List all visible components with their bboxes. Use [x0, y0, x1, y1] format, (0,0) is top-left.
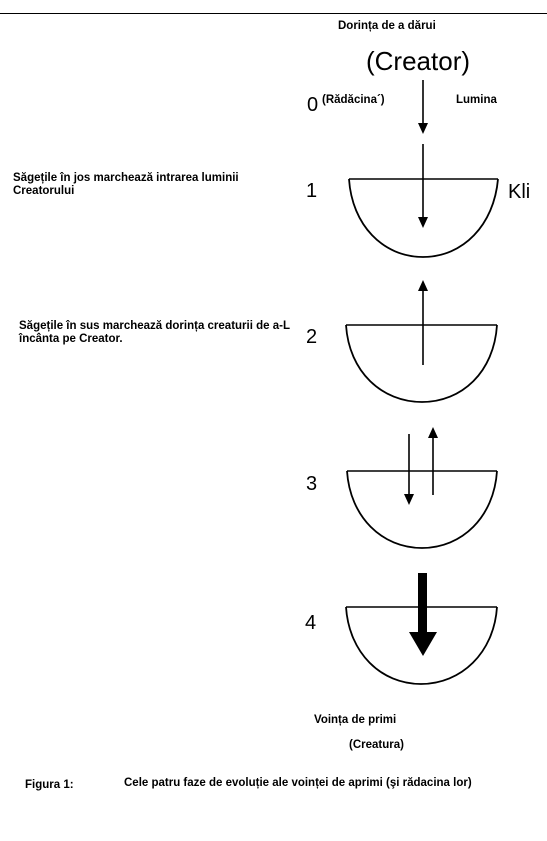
phase-number-1: 1 — [306, 180, 318, 202]
vessel-label: Kli — [508, 181, 531, 203]
will-to-receive-label: Voința de primi — [314, 714, 397, 726]
phase-number-0: 0 — [307, 94, 319, 116]
vessel-3 — [346, 470, 498, 549]
phase-0-arrow-down — [418, 80, 428, 134]
phase-4-thick-arrow-down — [409, 573, 437, 656]
figure-caption-text: Cele patru faze de evoluție ale voinței … — [124, 777, 472, 789]
note-arrows-down: Săgețile în jos marchează intrarea lumin… — [13, 172, 239, 197]
top-rule — [0, 13, 547, 14]
phase-number-4: 4 — [305, 612, 317, 634]
creature-label: (Creatura) — [349, 739, 404, 751]
phase-number-2: 2 — [306, 326, 318, 348]
phase-3-arrow-up — [428, 427, 438, 495]
creator-label: (Creator) — [366, 46, 471, 76]
figure-caption-label: Figura 1: — [25, 779, 74, 791]
phase-3-arrow-down — [404, 434, 414, 505]
root-label: (Rădăcina´) — [322, 94, 385, 106]
vessel-2 — [345, 324, 498, 403]
phase-number-3: 3 — [306, 473, 318, 495]
phase-1-arrow-down — [418, 144, 428, 228]
light-label: Lumina — [456, 94, 497, 106]
note-arrows-up: Săgețile în sus marchează dorința creatu… — [19, 320, 290, 345]
phase-2-arrow-up — [418, 280, 428, 365]
desire-to-give-label: Dorința de a dărui — [338, 20, 436, 32]
